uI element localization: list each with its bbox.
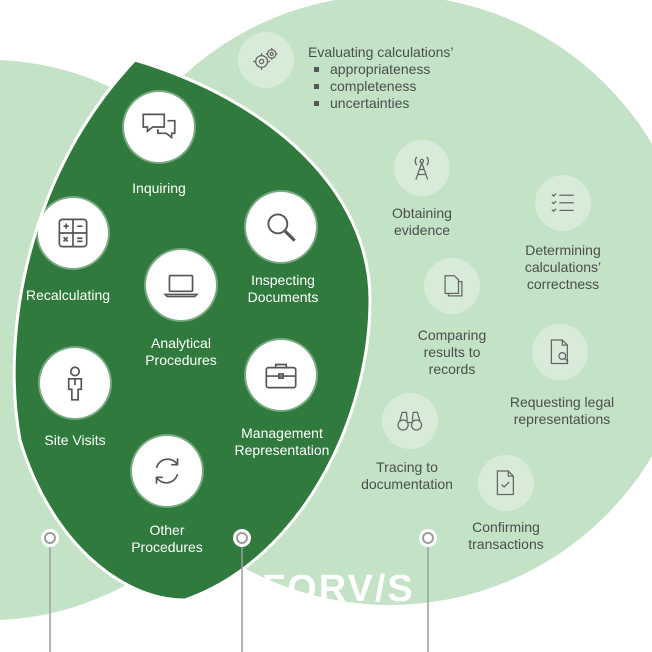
speech-bubbles-icon: [124, 92, 194, 162]
label-recalculating: Recalculating: [25, 287, 111, 303]
documents-icon: [424, 258, 480, 314]
person-icon: [40, 348, 110, 418]
pointer-lines: [49, 545, 429, 652]
bullet: uncertainties: [314, 95, 454, 112]
laptop-icon: [146, 250, 216, 320]
checklist-icon: [535, 175, 591, 231]
label-inquiring: Inquiring: [132, 180, 186, 196]
refresh-icon: [132, 436, 202, 506]
binoculars-icon: [382, 393, 438, 449]
document-check-icon: [478, 455, 534, 511]
gears-icon: [238, 32, 294, 88]
briefcase-icon: [246, 340, 316, 410]
pointer-dots: [41, 529, 437, 547]
label-site-visits: Site Visits: [44, 432, 106, 448]
bullet: appropriateness: [314, 61, 454, 78]
tower-icon: [394, 140, 450, 196]
forvis-logo: FORV/S: [262, 568, 415, 610]
document-search-icon: [532, 324, 588, 380]
magnifier-icon: [246, 192, 316, 262]
evaluating-title: Evaluating calculations’: [308, 44, 454, 60]
evaluating-block: Evaluating calculations’ appropriateness…: [308, 44, 454, 112]
bullet: completeness: [314, 78, 454, 95]
calculator-icon: [38, 198, 108, 268]
